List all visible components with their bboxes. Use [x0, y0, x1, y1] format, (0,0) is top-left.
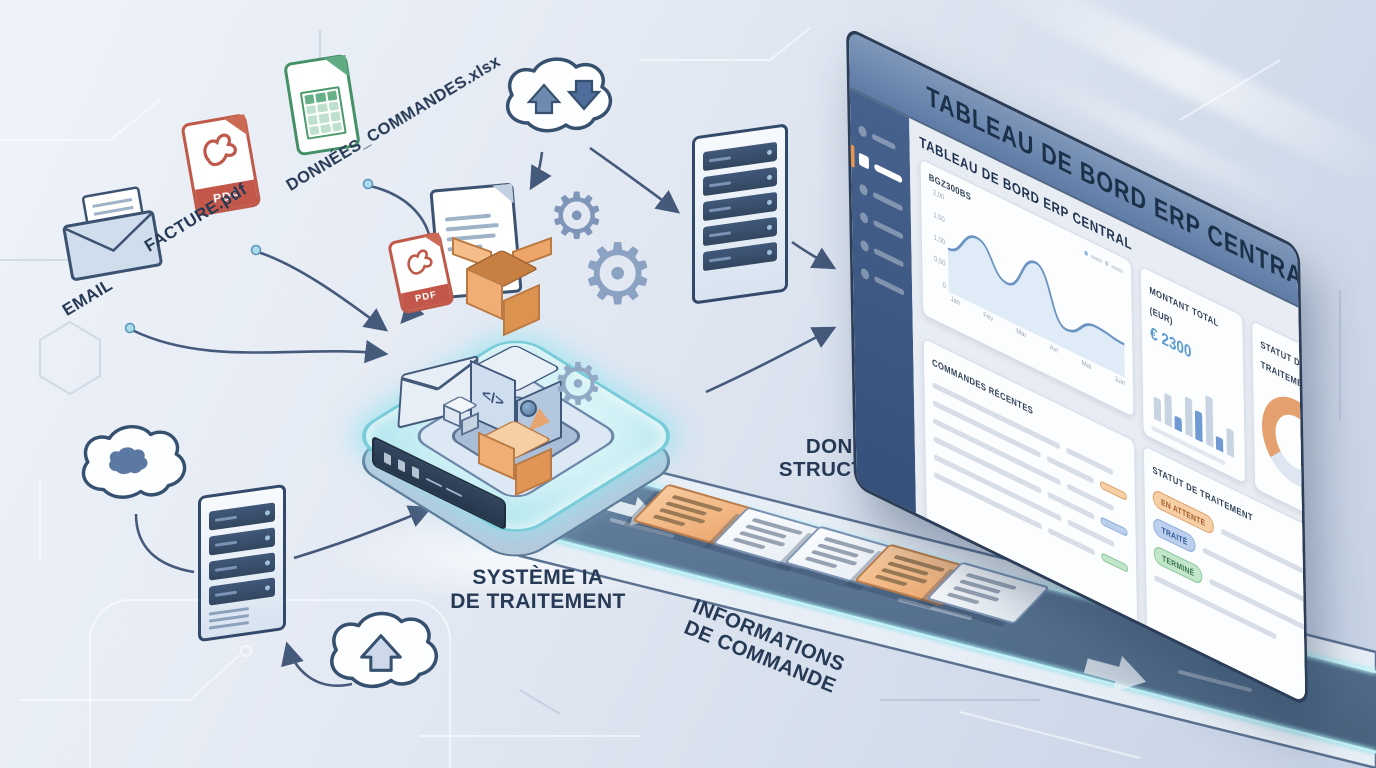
trend-line-chart — [947, 235, 1126, 378]
processor-label-line2: DE TRAITEMENT — [450, 589, 626, 613]
processor-label: SYSTÈME IA DE TRAITEMENT — [438, 566, 638, 613]
pdf-file-icon: PDF — [180, 112, 262, 218]
amount-bar — [1174, 415, 1183, 433]
inner-cloud-glyph — [109, 447, 148, 475]
spreadsheet-grid — [299, 86, 347, 140]
amount-bar — [1195, 409, 1203, 443]
acrobat-swirl-icon — [407, 249, 433, 275]
order-status-pill — [1101, 552, 1129, 574]
amount-bar — [1226, 427, 1234, 458]
cloud-icon — [81, 425, 187, 499]
axis-tick: 1,50 — [933, 210, 945, 225]
sidebar-item[interactable] — [860, 266, 905, 298]
amount-bar — [1216, 435, 1224, 453]
server-tower-icon — [692, 123, 788, 305]
sidebar-item[interactable] — [859, 182, 903, 214]
cloud-upload-icon — [330, 611, 439, 689]
server-rack-icon — [198, 483, 286, 643]
upload-arrow — [526, 83, 562, 115]
order-info-label: INFORMATIONS DE COMMANDE — [680, 594, 848, 698]
download-arrow — [566, 79, 602, 111]
amount-bar — [1153, 396, 1162, 423]
dashboard-main: TABLEAU DE BORD ERP CENTRAL BGZ300BS 2,0… — [909, 117, 1308, 708]
amount-bar — [1164, 392, 1172, 428]
amount-bar — [1205, 394, 1214, 448]
sidebar-item[interactable] — [860, 238, 904, 270]
gear-icon: ⚙ — [580, 227, 656, 321]
donut-card-title: STATUT DE TRAITEMENT — [1260, 338, 1308, 396]
pdf-badge: PDF — [400, 283, 452, 312]
page-fold — [492, 184, 514, 206]
order-status-pill — [1100, 480, 1128, 502]
page-fold — [324, 55, 349, 80]
axis-tick: 1,00 — [933, 232, 946, 247]
sphere-node — [520, 400, 537, 417]
email-icon — [62, 186, 163, 281]
status-donut-chart — [1261, 383, 1308, 502]
sidebar-item[interactable] — [859, 210, 904, 242]
axis-tick: 0,50 — [934, 255, 946, 269]
sidebar — [849, 89, 917, 520]
amount-bar — [1184, 395, 1193, 438]
sidebar-item-active[interactable] — [850, 144, 903, 185]
status-donut-card: STATUT DE TRAITEMENT — [1251, 319, 1308, 531]
cloud-sync-icon — [506, 57, 613, 133]
order-status-pill — [1100, 516, 1128, 538]
gear-icon: ⚙ — [552, 352, 604, 417]
processor-label-line1: SYSTÈME IA — [472, 566, 604, 589]
sidebar-avatar[interactable] — [858, 124, 901, 155]
erp-dashboard-window: TABLEAU DE BORD ERP CENTRAL TABLEAU DE B… — [846, 26, 1308, 708]
acrobat-swirl-icon — [203, 133, 237, 167]
